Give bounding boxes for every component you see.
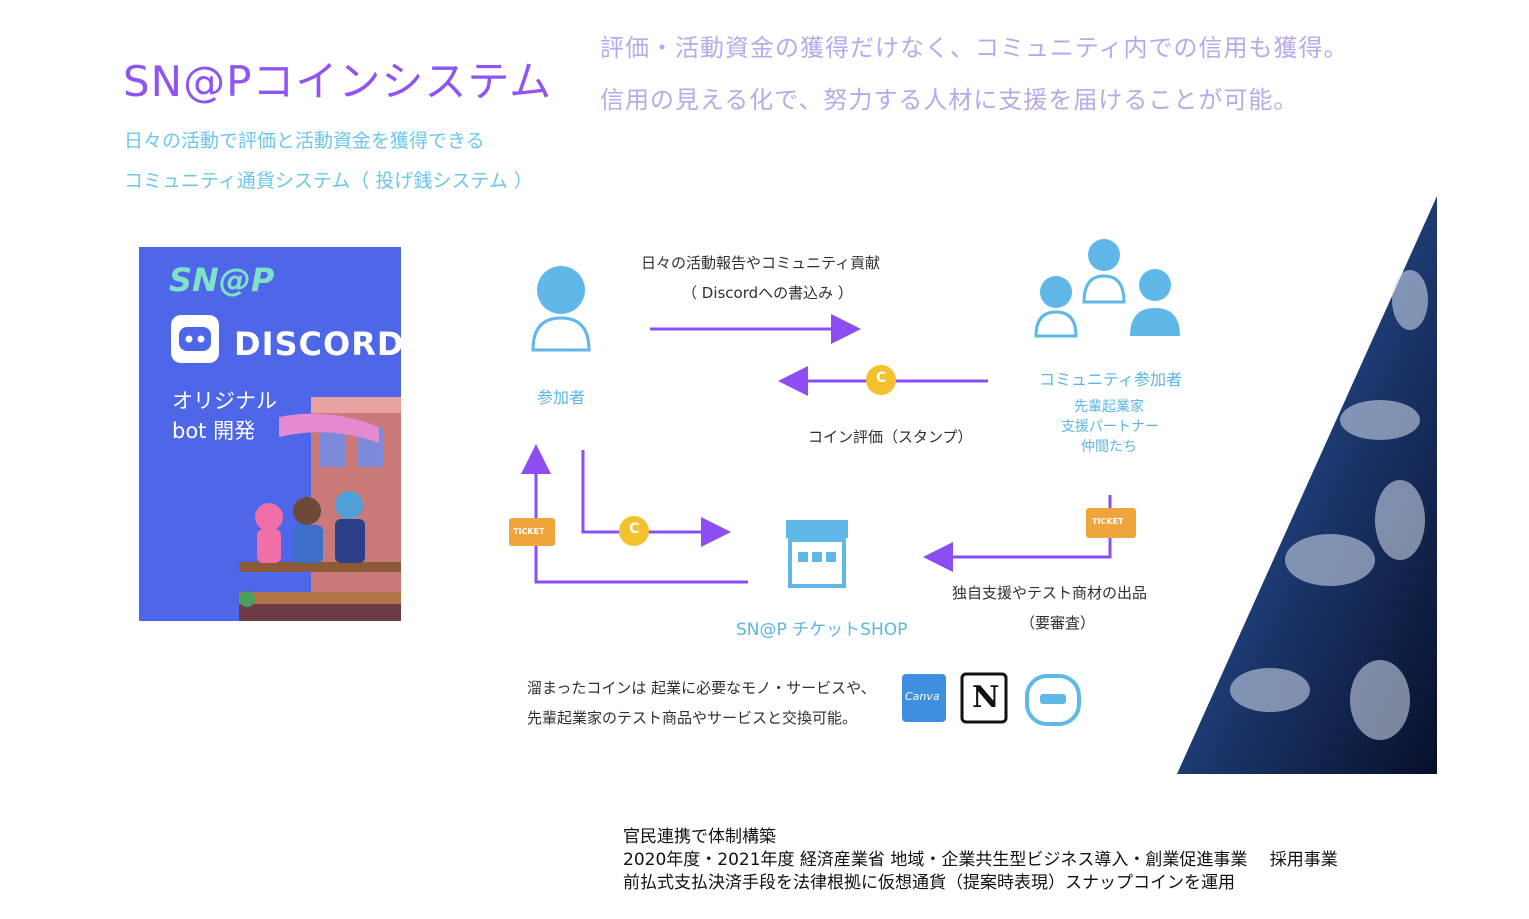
arrow-ticket-return: [521, 444, 748, 584]
ticket-text-right: TICKET: [1092, 517, 1124, 526]
page-title: SN@Pコインシステム: [123, 57, 553, 106]
note-line-2: 先輩起業家のテスト商品やサービスと交換可能。: [527, 709, 858, 727]
tool-logo: [1025, 674, 1081, 726]
coin-symbol-top: C: [876, 370, 887, 386]
products-label: 独自支援やテスト商材の出品: [952, 584, 1148, 602]
flow-discord-label: （ Discordへの書込み ）: [682, 284, 853, 302]
ticket-icon-left: [509, 518, 555, 546]
shop-label: SN@P チケットSHOP: [736, 620, 908, 640]
footer-line-3: 前払式支払決済手段を法律根拠に仮想通貨（提案時表現）スナップコインを運用: [623, 873, 1235, 893]
ticket-text-left: TICKET: [513, 527, 545, 536]
coin-eval-label: コイン評価（スタンプ）: [808, 428, 973, 446]
snp-logo: SN@P: [169, 261, 275, 299]
discord-bot-card: SN@P DISCORD オリジナル bot 開発: [139, 247, 401, 621]
participant-label: 参加者: [537, 388, 586, 407]
tool-logo-face: [1040, 694, 1066, 704]
ticket-icon-right: [1086, 508, 1136, 538]
footer-line-2: 2020年度・2021年度 経済産業省 地域・企業共生型ビジネス導入・創業促進事…: [623, 850, 1338, 870]
original-label: オリジナル: [172, 389, 277, 413]
community-sub-2: 支援パートナー: [1061, 419, 1159, 435]
cloud-pattern: [1230, 270, 1428, 740]
note-line-1: 溜まったコインは 起業に必要なモノ・サービスや、: [527, 679, 876, 697]
participant-person-icon: [531, 266, 591, 352]
canva-label: Canva: [905, 690, 940, 703]
community-sub-1: 先輩起業家: [1074, 399, 1144, 415]
coin-icon-top: [866, 365, 896, 395]
coin-icon-bottom: [619, 516, 649, 546]
cafe-illustration: [239, 397, 401, 621]
arrow-to-shop: [581, 450, 731, 547]
footer-line-1: 官民連携で体制構築: [623, 827, 776, 847]
community-label: コミュニティ参加者: [1039, 370, 1183, 389]
discord-wordmark: DISCORD: [234, 325, 401, 363]
subtitle-line-1: 日々の活動で評価と活動資金を獲得できる: [124, 130, 485, 152]
arrow-products: [923, 495, 1112, 572]
notion-label: N: [972, 680, 1000, 715]
earth-photo: [1177, 196, 1437, 774]
community-sub-3: 仲間たち: [1081, 439, 1137, 455]
review-label: （要審査）: [1020, 614, 1096, 632]
discord-icon: [171, 315, 219, 363]
headline-line-2: 信用の見える化で、努力する人材に支援を届けることが可能。: [600, 86, 1299, 114]
shop-icon: [786, 520, 848, 588]
canva-logo: [902, 674, 946, 722]
headline-line-1: 評価・活動資金の獲得だけなく、コミュニティ内での信用も獲得。: [600, 34, 1349, 62]
subtitle-line-2: コミュニティ通貨システム（ 投げ銭システム ）: [124, 170, 533, 192]
flow-activity-label: 日々の活動報告やコミュニティ貢献: [641, 254, 881, 272]
community-members-icon: [1034, 239, 1180, 338]
notion-logo: [960, 672, 1008, 724]
coin-symbol-bottom: C: [629, 521, 640, 537]
bot-dev-label: bot 開発: [172, 419, 256, 443]
